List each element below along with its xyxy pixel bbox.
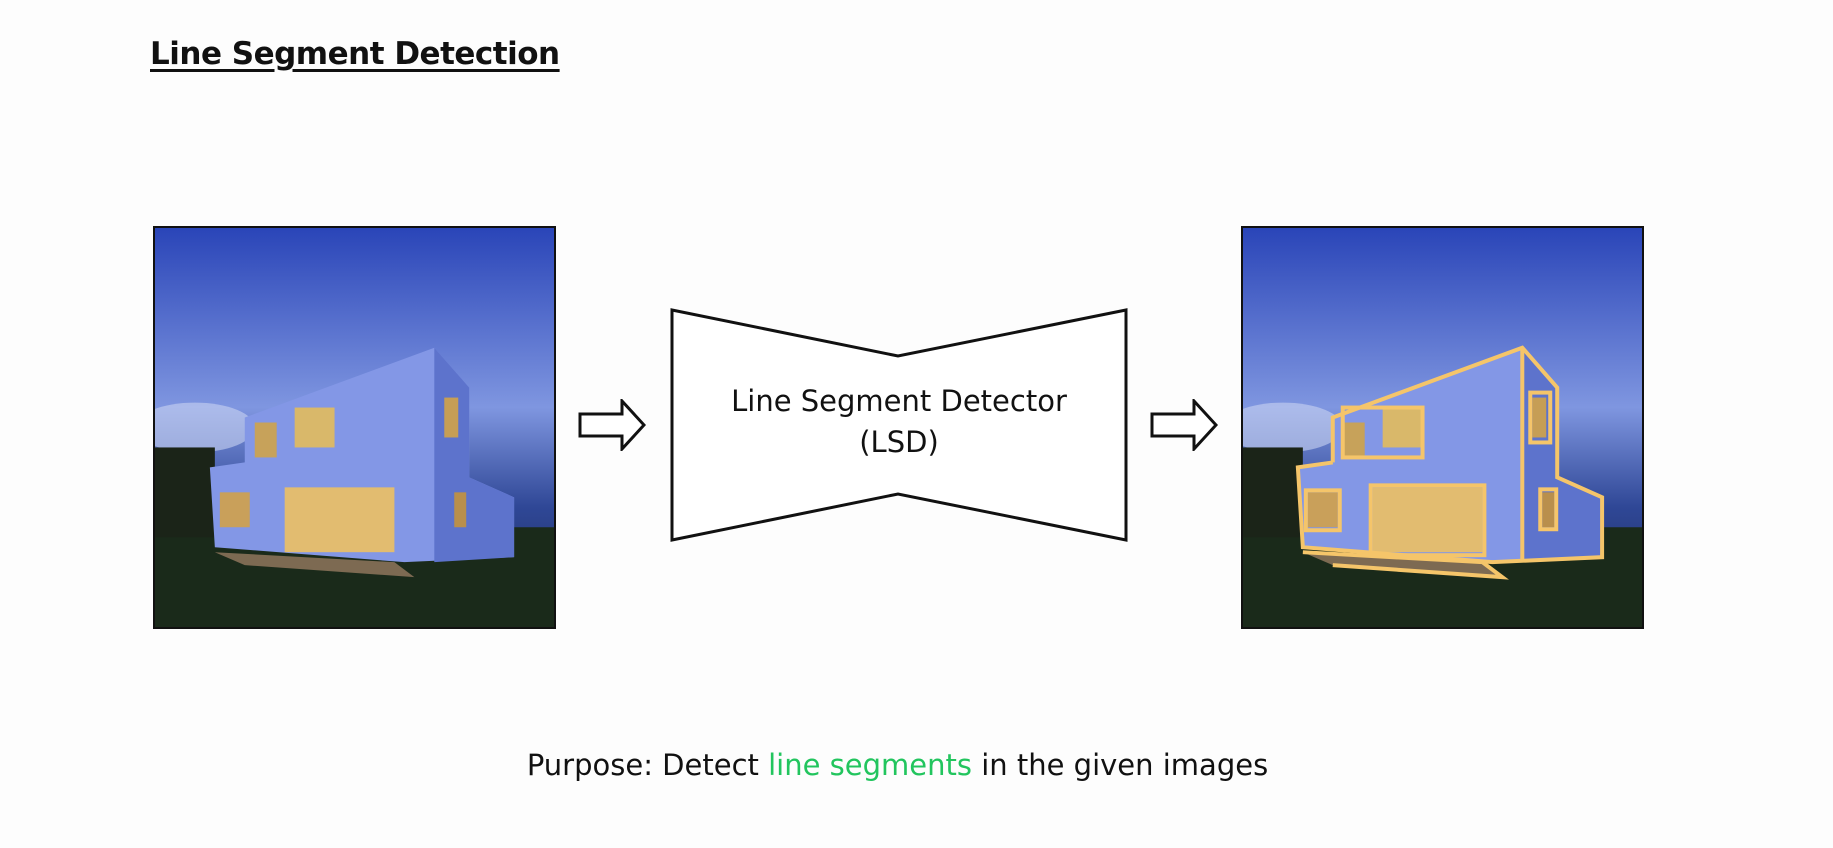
detector-name: Line Segment Detector: [731, 384, 1067, 418]
detector-shape: [670, 308, 1128, 542]
slide-title: Line Segment Detection: [150, 36, 560, 72]
arrow-right-icon: [578, 399, 646, 451]
arrow-right-icon: [1150, 399, 1218, 451]
purpose-highlight: line segments: [768, 748, 972, 782]
detected-segments: [1295, 345, 1605, 580]
purpose-suffix: in the given images: [971, 748, 1269, 782]
purpose-prefix: Purpose: Detect: [526, 748, 769, 782]
input-image: [153, 226, 556, 629]
output-image: [1241, 226, 1644, 629]
detector-label: Line Segment Detector (LSD): [670, 381, 1128, 463]
purpose-text: Purpose: Detect line segments in the giv…: [0, 748, 1795, 782]
detector-abbrev: (LSD): [859, 425, 939, 459]
